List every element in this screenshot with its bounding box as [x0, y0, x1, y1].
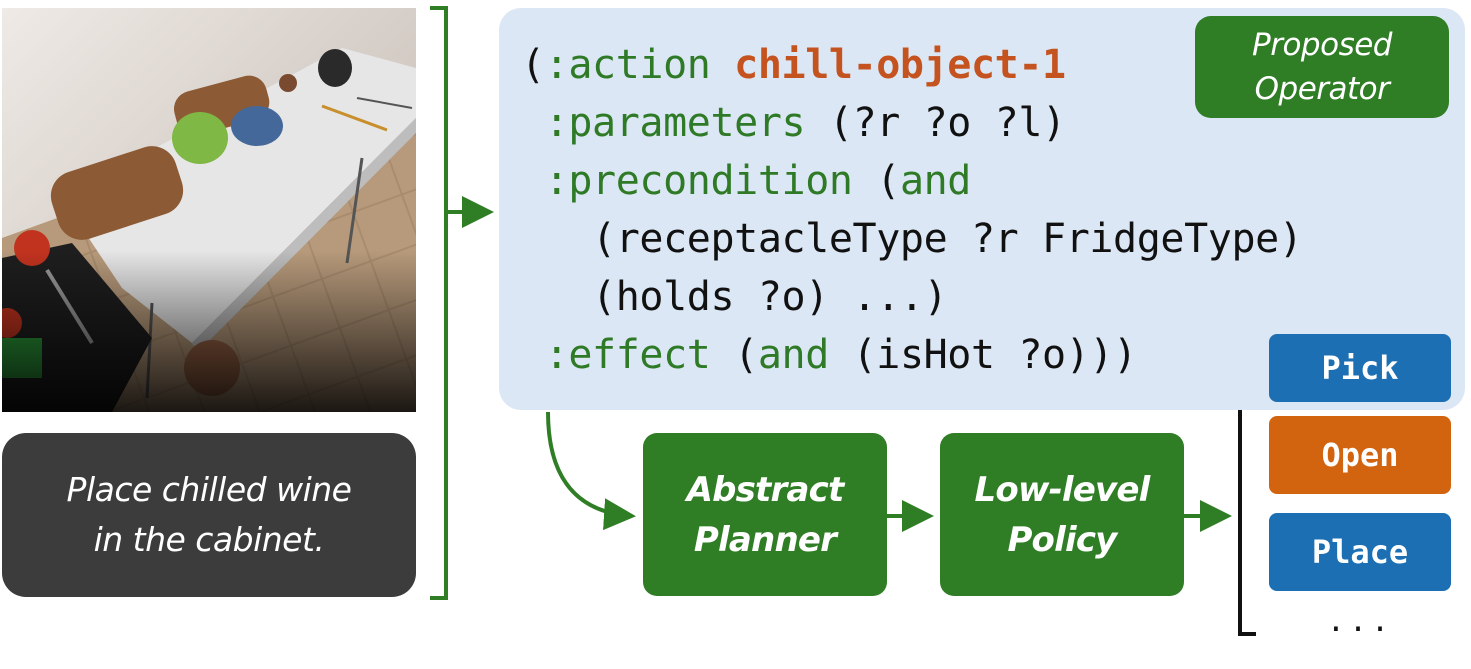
code-line-precondition-2: (holds ?o) ...)	[521, 268, 1303, 326]
effect-open: (	[734, 332, 758, 378]
code-line-parameters: :parameters (?r ?o ?l)	[521, 94, 1303, 152]
instruction-box: Place chilled wine in the cabinet.	[2, 433, 416, 597]
effect-value: (isHot ?o)))	[852, 332, 1138, 378]
precondition-keyword: :precondition	[544, 158, 853, 204]
skill-pick-label: Pick	[1321, 349, 1399, 387]
low-level-policy-label: Low-level Policy	[974, 469, 1151, 560]
precondition-open: (	[876, 158, 900, 204]
low-level-policy-box: Low-level Policy	[940, 433, 1184, 596]
skill-place: Place	[1269, 513, 1451, 591]
parameters-value: (?r ?o ?l)	[828, 100, 1066, 146]
code-line-precondition-1: (receptacleType ?r FridgeType)	[521, 210, 1303, 268]
effect-and: and	[757, 332, 829, 378]
operator-to-planner-arrow	[546, 411, 636, 531]
precondition-and: and	[899, 158, 971, 204]
scene-image	[2, 8, 416, 412]
proposed-operator-badge: Proposed Operator	[1195, 16, 1449, 118]
code-line-effect: :effect (and (isHot ?o)))	[521, 326, 1303, 384]
input-bracket	[430, 6, 448, 600]
open-paren: (	[521, 42, 545, 88]
instruction-text: Place chilled wine in the cabinet.	[66, 470, 352, 559]
skill-place-label: Place	[1311, 533, 1409, 571]
precondition-clause-1: (receptacleType ?r FridgeType)	[592, 216, 1303, 262]
abstract-planner-label: Abstract Planner	[686, 469, 845, 560]
action-name: chill-object-1	[734, 42, 1066, 88]
skill-open: Open	[1269, 416, 1451, 494]
proposed-operator-label: Proposed Operator	[1252, 27, 1392, 107]
code-line-precondition: :precondition (and	[521, 152, 1303, 210]
precondition-clause-2: (holds ?o) ...)	[592, 274, 948, 320]
abstract-planner-box: Abstract Planner	[643, 433, 887, 596]
code-line-action: (:action chill-object-1	[521, 36, 1303, 94]
parameters-keyword: :parameters	[544, 100, 806, 146]
skill-open-label: Open	[1321, 436, 1399, 474]
effect-keyword: :effect	[544, 332, 711, 378]
skill-pick: Pick	[1269, 334, 1451, 402]
operator-code: (:action chill-object-1 :parameters (?r …	[521, 36, 1303, 384]
skills-more: ...	[1326, 604, 1394, 639]
action-keyword: :action	[544, 42, 711, 88]
